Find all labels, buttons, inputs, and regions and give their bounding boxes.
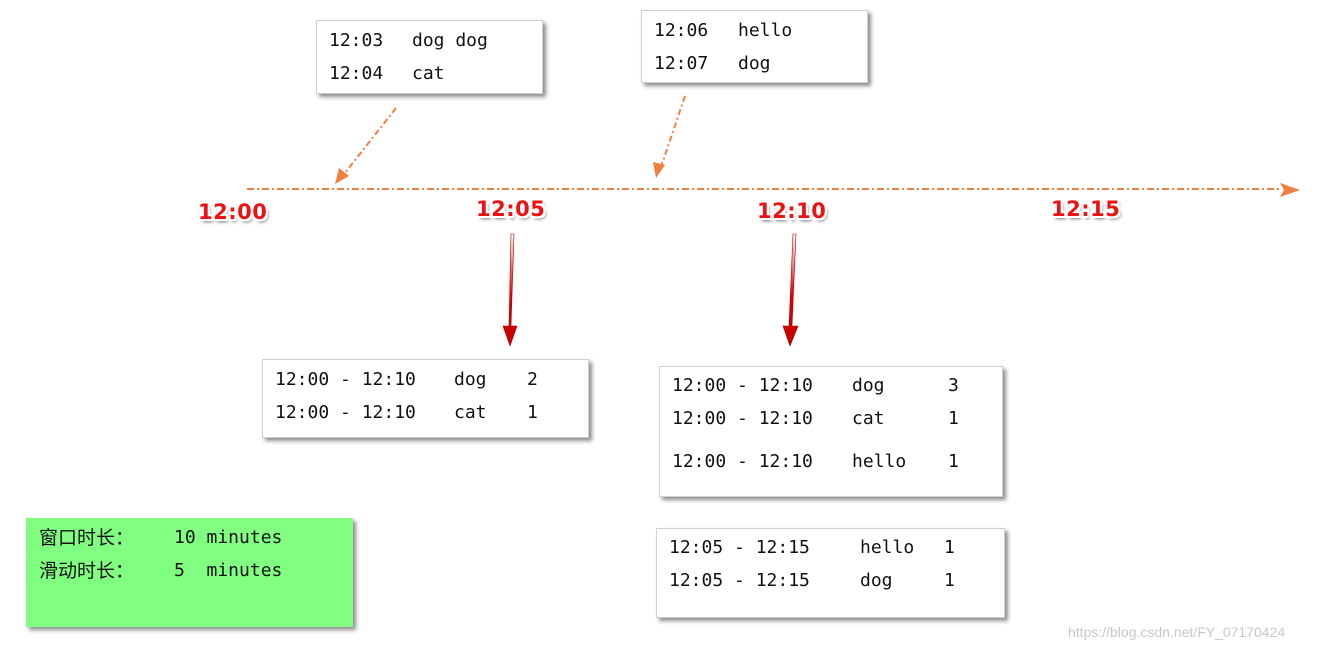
input-row: 12:04 cat <box>317 64 445 84</box>
result-count: 2 <box>527 369 538 390</box>
input-row: 12:07 dog <box>642 54 771 74</box>
input-words: dog dog <box>412 30 488 51</box>
input-time: 12:07 <box>654 53 709 74</box>
result-window: 12:05 - 12:15 <box>669 570 810 591</box>
result-window: 12:00 - 12:10 <box>275 402 416 423</box>
settings-row-slide-length: 滑动时长： 5 minutes <box>26 561 282 582</box>
result-count: 1 <box>527 402 538 423</box>
input-arrow-2 <box>659 95 686 171</box>
result-window: 12:00 - 12:10 <box>672 408 813 429</box>
input-batch-2: 12:06 hello 12:07 dog <box>641 10 868 83</box>
tick-label-1210: 12:10 <box>757 199 827 223</box>
input-arrow-2-head <box>653 162 665 178</box>
input-arrow-1 <box>340 107 397 179</box>
settings-legend-box: 窗口时长： 10 minutes 滑动时长： 5 minutes <box>26 518 353 627</box>
result-table-2: 12:00 - 12:10 dog 3 12:00 - 12:10 cat 1 … <box>659 366 1003 497</box>
tick-label-1200: 12:00 <box>198 200 268 224</box>
input-row: 12:06 hello <box>642 21 792 41</box>
settings-value: 10 minutes <box>174 527 283 548</box>
input-row: 12:03 dog dog <box>317 31 488 51</box>
input-time: 12:03 <box>329 30 384 51</box>
result-word: dog <box>852 375 885 396</box>
result-row: 12:00 - 12:10 dog 3 <box>660 376 959 396</box>
result-row: 12:05 - 12:15 hello 1 <box>657 538 955 558</box>
result-count: 1 <box>948 408 959 429</box>
result-window: 12:00 - 12:10 <box>275 369 416 390</box>
tick-label-1205: 12:05 <box>476 197 546 221</box>
result-arrow-1 <box>502 233 518 347</box>
result-count: 3 <box>948 375 959 396</box>
result-window: 12:00 - 12:10 <box>672 375 813 396</box>
diagram-arrows <box>247 95 1300 347</box>
input-batch-1: 12:03 dog dog 12:04 cat <box>316 20 543 94</box>
result-count: 1 <box>948 451 959 472</box>
settings-row-window-length: 窗口时长： 10 minutes <box>26 528 282 549</box>
result-word: cat <box>852 408 885 429</box>
result-row: 12:00 - 12:10 cat 1 <box>263 403 538 423</box>
result-table-3: 12:05 - 12:15 hello 1 12:05 - 12:15 dog … <box>656 528 1005 618</box>
settings-label: 滑动时长： <box>39 560 135 582</box>
tick-label-1215: 12:15 <box>1051 197 1121 221</box>
input-time: 12:06 <box>654 20 709 41</box>
result-row: 12:05 - 12:15 dog 1 <box>657 571 955 591</box>
result-table-1: 12:00 - 12:10 dog 2 12:00 - 12:10 cat 1 <box>262 359 589 438</box>
watermark-text: https://blog.csdn.net/FY_07170424 <box>1068 624 1286 640</box>
result-word: cat <box>454 402 487 423</box>
input-arrow-1-head <box>335 168 349 184</box>
input-time: 12:04 <box>329 63 384 84</box>
result-row: 12:00 - 12:10 hello 1 <box>660 452 959 472</box>
result-window: 12:00 - 12:10 <box>672 451 813 472</box>
settings-value: 5 minutes <box>174 560 283 581</box>
result-word: dog <box>454 369 487 390</box>
settings-label: 窗口时长： <box>39 527 135 549</box>
result-row: 12:00 - 12:10 dog 2 <box>263 370 538 390</box>
result-count: 1 <box>944 537 955 558</box>
result-word: hello <box>860 537 915 558</box>
result-count: 1 <box>944 570 955 591</box>
input-words: dog <box>738 53 771 74</box>
result-arrow-2 <box>782 233 799 347</box>
result-word: dog <box>860 570 893 591</box>
input-words: hello <box>738 20 793 41</box>
input-words: cat <box>412 63 445 84</box>
result-window: 12:05 - 12:15 <box>669 537 810 558</box>
timeline-arrowhead <box>1280 183 1300 197</box>
result-row: 12:00 - 12:10 cat 1 <box>660 409 959 429</box>
result-word: hello <box>852 451 907 472</box>
